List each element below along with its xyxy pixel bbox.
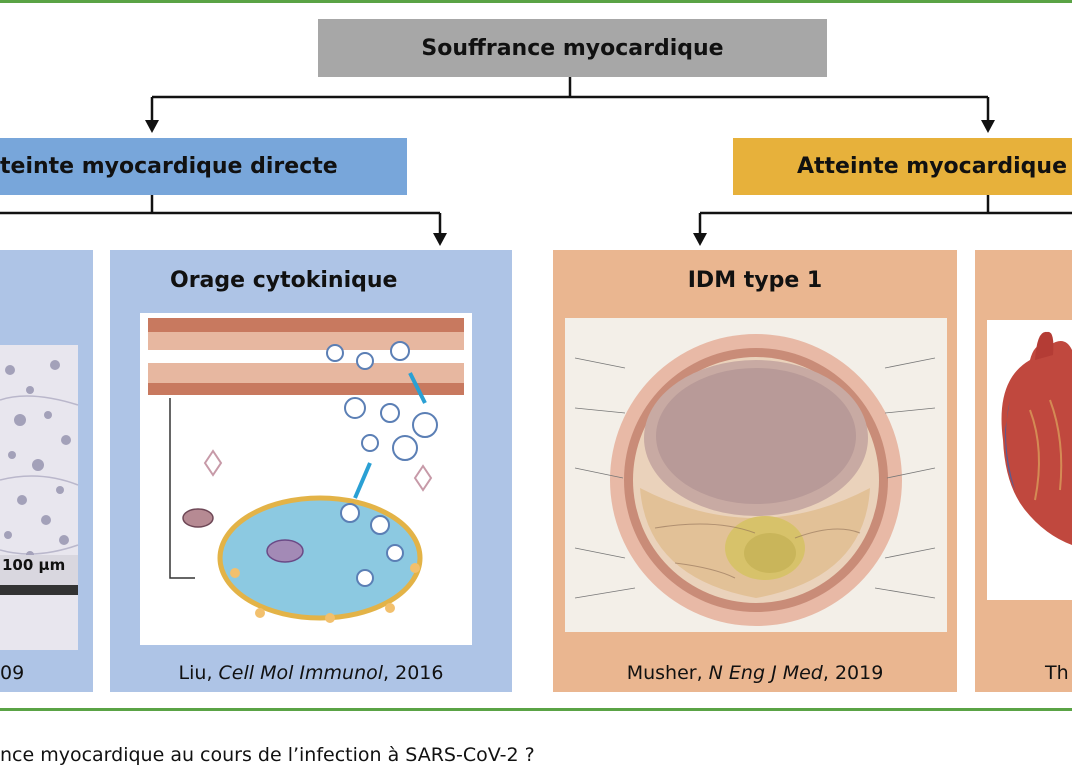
- histology-scale-label: 100 µm: [2, 556, 66, 574]
- bottom-rule: [0, 708, 1072, 711]
- idm-citation-year: , 2019: [822, 662, 884, 684]
- root-label: Souffrance myocardique: [421, 35, 724, 61]
- connectors: [0, 77, 1072, 246]
- idm-citation-journal: N Eng J Med: [708, 662, 823, 684]
- arrow-idm: [693, 233, 707, 246]
- cytokine-title: Orage cytokinique: [170, 268, 398, 293]
- cytokine-citation-author: Liu,: [178, 662, 219, 684]
- cytokine-panel: Orage cytokinique Liu, Cell Mol Immu: [110, 250, 512, 692]
- idm-illustration: [565, 318, 947, 632]
- histology-panel: 100 µm 09: [0, 250, 93, 692]
- indirect-branch-box: Atteinte myocardique i: [733, 138, 1072, 195]
- arrow-left: [145, 120, 159, 133]
- idm-citation-author: Musher,: [626, 662, 709, 684]
- cytokine-citation-year: , 2016: [383, 662, 444, 684]
- arrow-right: [981, 120, 995, 133]
- heart-illustration: [987, 320, 1072, 600]
- arrow-cytokine: [433, 233, 447, 246]
- top-rule: [0, 0, 1072, 3]
- indirect-branch-label: Atteinte myocardique i: [797, 154, 1072, 179]
- idm-citation: Musher, N Eng J Med, 2019: [553, 662, 957, 684]
- histology-image: [0, 345, 79, 650]
- cytokine-citation-journal: Cell Mol Immunol: [218, 662, 384, 684]
- idm-panel: IDM type 1 Musher, N Eng J Med, 2019: [553, 250, 957, 692]
- cytokine-citation: Liu, Cell Mol Immunol, 2016: [110, 662, 512, 684]
- direct-branch-label: teinte myocardique directe: [0, 154, 338, 179]
- figure-caption: nce myocardique au cours de l’infection …: [0, 744, 535, 766]
- heart-citation: Th: [1045, 662, 1069, 684]
- cytokine-illustration: [140, 313, 472, 645]
- heart-panel: Th: [975, 250, 1072, 692]
- histology-citation: 09: [0, 662, 25, 684]
- direct-branch-box: teinte myocardique directe: [0, 138, 407, 195]
- idm-title: IDM type 1: [687, 268, 823, 293]
- root-box: Souffrance myocardique: [318, 19, 827, 77]
